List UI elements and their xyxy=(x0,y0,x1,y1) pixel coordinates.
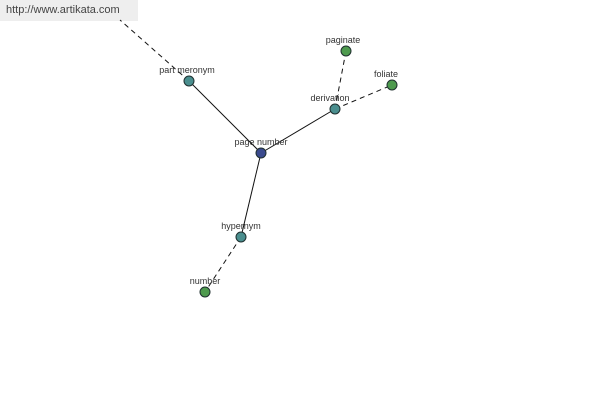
node-dot-paginate[interactable] xyxy=(340,45,352,57)
edge-layer xyxy=(119,19,393,293)
node-dot-page-number[interactable] xyxy=(255,147,267,159)
node-label-foliate: foliate xyxy=(374,69,398,79)
node-label-part-meronym: part meronym xyxy=(159,65,215,75)
node-dot-derivation[interactable] xyxy=(329,103,341,115)
node-hypernym[interactable]: hypernym xyxy=(221,221,261,243)
edge-page-number-hypernym xyxy=(240,152,262,238)
node-dot-hypernym[interactable] xyxy=(235,231,247,243)
edge-derivation-paginate xyxy=(334,50,347,110)
node-label-page-number: page number xyxy=(234,137,287,147)
edge-part-meronym-offscreen xyxy=(119,19,190,82)
edge-page-number-derivation xyxy=(260,108,336,154)
node-label-paginate: paginate xyxy=(326,35,361,45)
node-paginate[interactable]: paginate xyxy=(326,35,361,57)
node-layer: page number part meronym derivation hyperny… xyxy=(159,35,398,298)
node-label-number: number xyxy=(190,276,221,286)
node-dot-part-meronym[interactable] xyxy=(183,75,195,87)
node-label-derivation: derivation xyxy=(310,93,349,103)
edge-derivation-foliate xyxy=(334,84,393,110)
node-number[interactable]: number xyxy=(190,276,221,298)
node-dot-foliate[interactable] xyxy=(386,79,398,91)
node-label-hypernym: hypernym xyxy=(221,221,261,231)
edge-page-number-part-meronym xyxy=(188,80,262,154)
edge-hypernym-number xyxy=(204,236,242,293)
node-dot-number[interactable] xyxy=(199,286,211,298)
source-url[interactable]: http://www.artikata.com xyxy=(0,0,138,21)
node-derivation[interactable]: derivation xyxy=(310,93,350,115)
node-page-number[interactable]: page number xyxy=(234,137,288,159)
node-foliate[interactable]: foliate xyxy=(374,69,398,91)
node-part-meronym[interactable]: part meronym xyxy=(159,65,215,87)
